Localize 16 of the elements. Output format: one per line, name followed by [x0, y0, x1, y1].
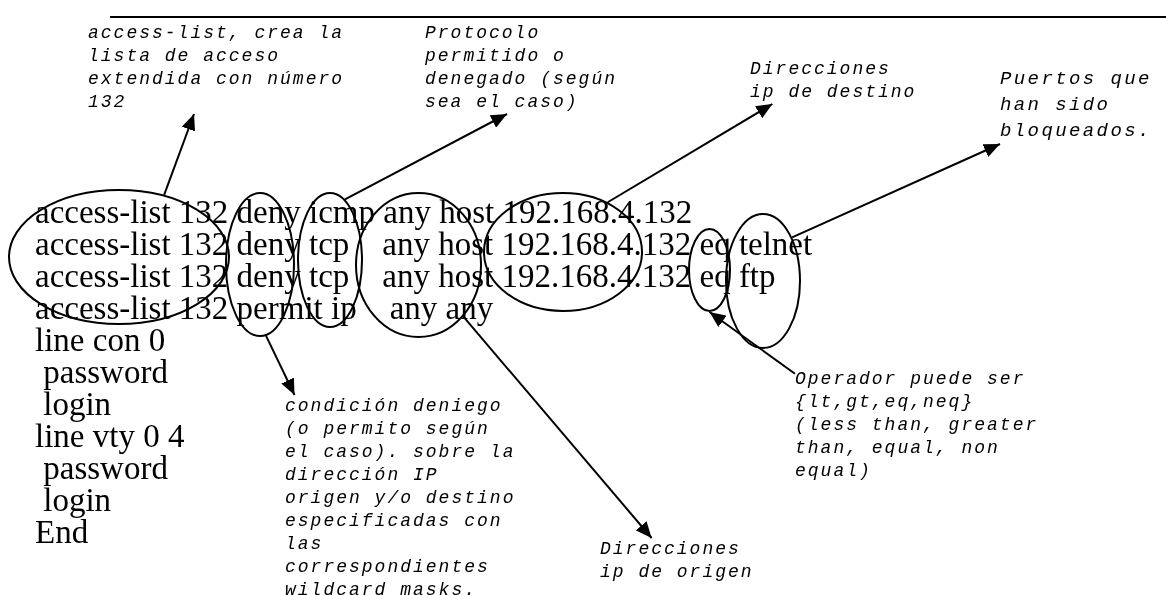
annotation-text: condición deniego (o permito según el caso). sobre la dirección IP origen y/o destino especificadas con las correspondientes wildcard masks.	[285, 395, 517, 595]
arrow	[791, 143, 1001, 239]
config-line: password	[42, 356, 168, 388]
annotation-text: Direcciones ip de destino	[750, 58, 918, 104]
ellipse-outline	[8, 189, 230, 325]
annotation-text: Puertos que han sido bloqueados.	[1000, 67, 1153, 144]
arrow	[265, 334, 296, 396]
arrow	[344, 113, 508, 201]
annotation-text: Operador puede ser {lt,gt,eq,neq} (less than, greater than, equal, non equal)	[795, 368, 1040, 483]
annotation-text: Direcciones ip de origen	[600, 538, 755, 584]
arrow	[606, 103, 774, 204]
config-line: line con 0	[35, 324, 166, 356]
annotation-text: access-list, crea la lista de acceso extendida con número 132	[88, 22, 346, 114]
arrow	[163, 113, 196, 196]
annotation-text: Protocolo permitido o denegado (según sea el caso)	[425, 22, 619, 114]
arrow	[708, 311, 796, 375]
